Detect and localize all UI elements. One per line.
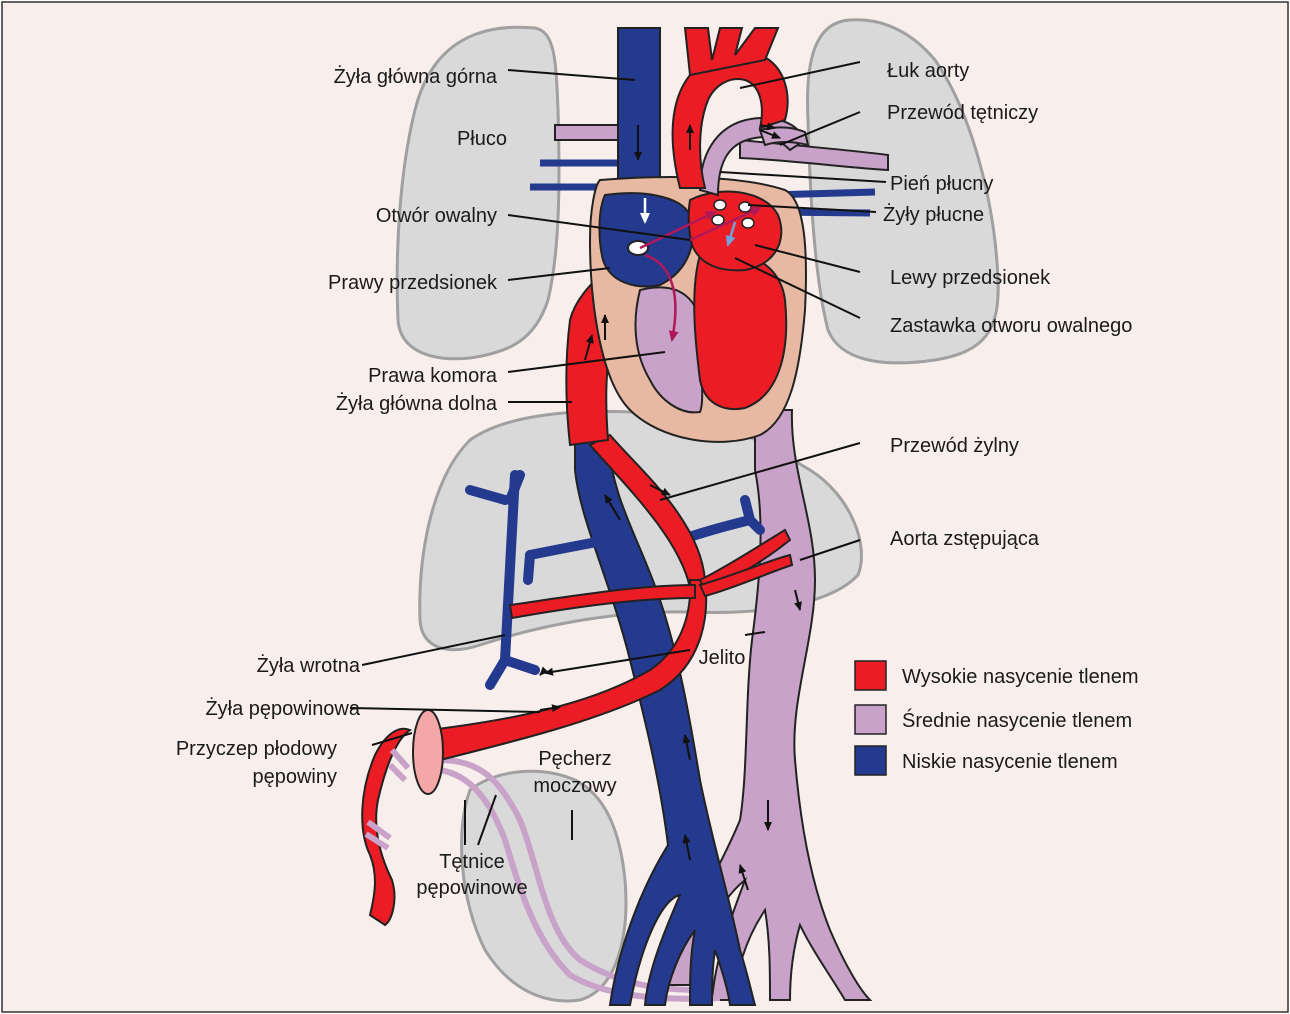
- label-vena-cava-inferior: Żyła główna dolna: [336, 392, 498, 415]
- pulmonary-vein-opening-3: [712, 215, 724, 225]
- label-pulmonary-trunk: Pień płucny: [890, 173, 993, 195]
- label-umbilical-vein: Żyła pępowinowa: [205, 697, 360, 720]
- label-foramen-ovale: Otwór owalny: [376, 205, 497, 227]
- label-portal-vein: Żyła wrotna: [257, 654, 361, 677]
- cord-insertion: [413, 710, 443, 794]
- label-vena-cava-superior: Żyła główna górna: [334, 65, 498, 88]
- foramen-ovale-opening: [628, 241, 648, 255]
- legend-swatch-medium: [855, 705, 886, 734]
- label-right-atrium: Prawy przedsionek: [328, 272, 498, 294]
- label-pulmonary-veins: Żyły płucne: [883, 203, 984, 226]
- label-left-atrium: Lewy przedsionek: [890, 267, 1051, 289]
- label-descending-aorta: Aorta zstępująca: [890, 528, 1040, 550]
- superior-vena-cava: [618, 28, 660, 190]
- label-umbilical-arteries-1: Tętnice: [439, 851, 505, 873]
- label-ductus-venosus: Przewód żylny: [890, 435, 1019, 457]
- pulmonary-vein-opening-2: [739, 202, 751, 212]
- label-aortic-arch: Łuk aorty: [887, 60, 969, 82]
- label-intestine: Jelito: [699, 647, 746, 669]
- label-right-ventricle: Prawa komora: [368, 365, 498, 387]
- legend-swatch-high: [855, 661, 886, 690]
- label-cord-insertion-1: Przyczep płodowy: [176, 738, 337, 760]
- pulmonary-vein-opening-1: [714, 200, 726, 210]
- pulmonary-vein-opening-4: [742, 218, 754, 228]
- label-bladder-2: moczowy: [533, 775, 616, 797]
- legend-label-medium: Średnie nasycenie tlenem: [902, 708, 1132, 732]
- label-umbilical-arteries-2: pępowinowe: [416, 877, 527, 899]
- label-lung: Płuco: [457, 128, 507, 150]
- label-foramen-ovale-valve: Zastawka otworu owalnego: [890, 315, 1132, 337]
- legend-label-high: Wysokie nasycenie tlenem: [902, 666, 1139, 688]
- label-bladder-1: Pęcherz: [538, 748, 611, 770]
- legend-swatch-low: [855, 746, 886, 775]
- label-cord-insertion-2: pępowiny: [252, 766, 337, 788]
- label-ductus-arteriosus: Przewód tętniczy: [887, 102, 1038, 124]
- legend-label-low: Niskie nasycenie tlenem: [902, 751, 1118, 773]
